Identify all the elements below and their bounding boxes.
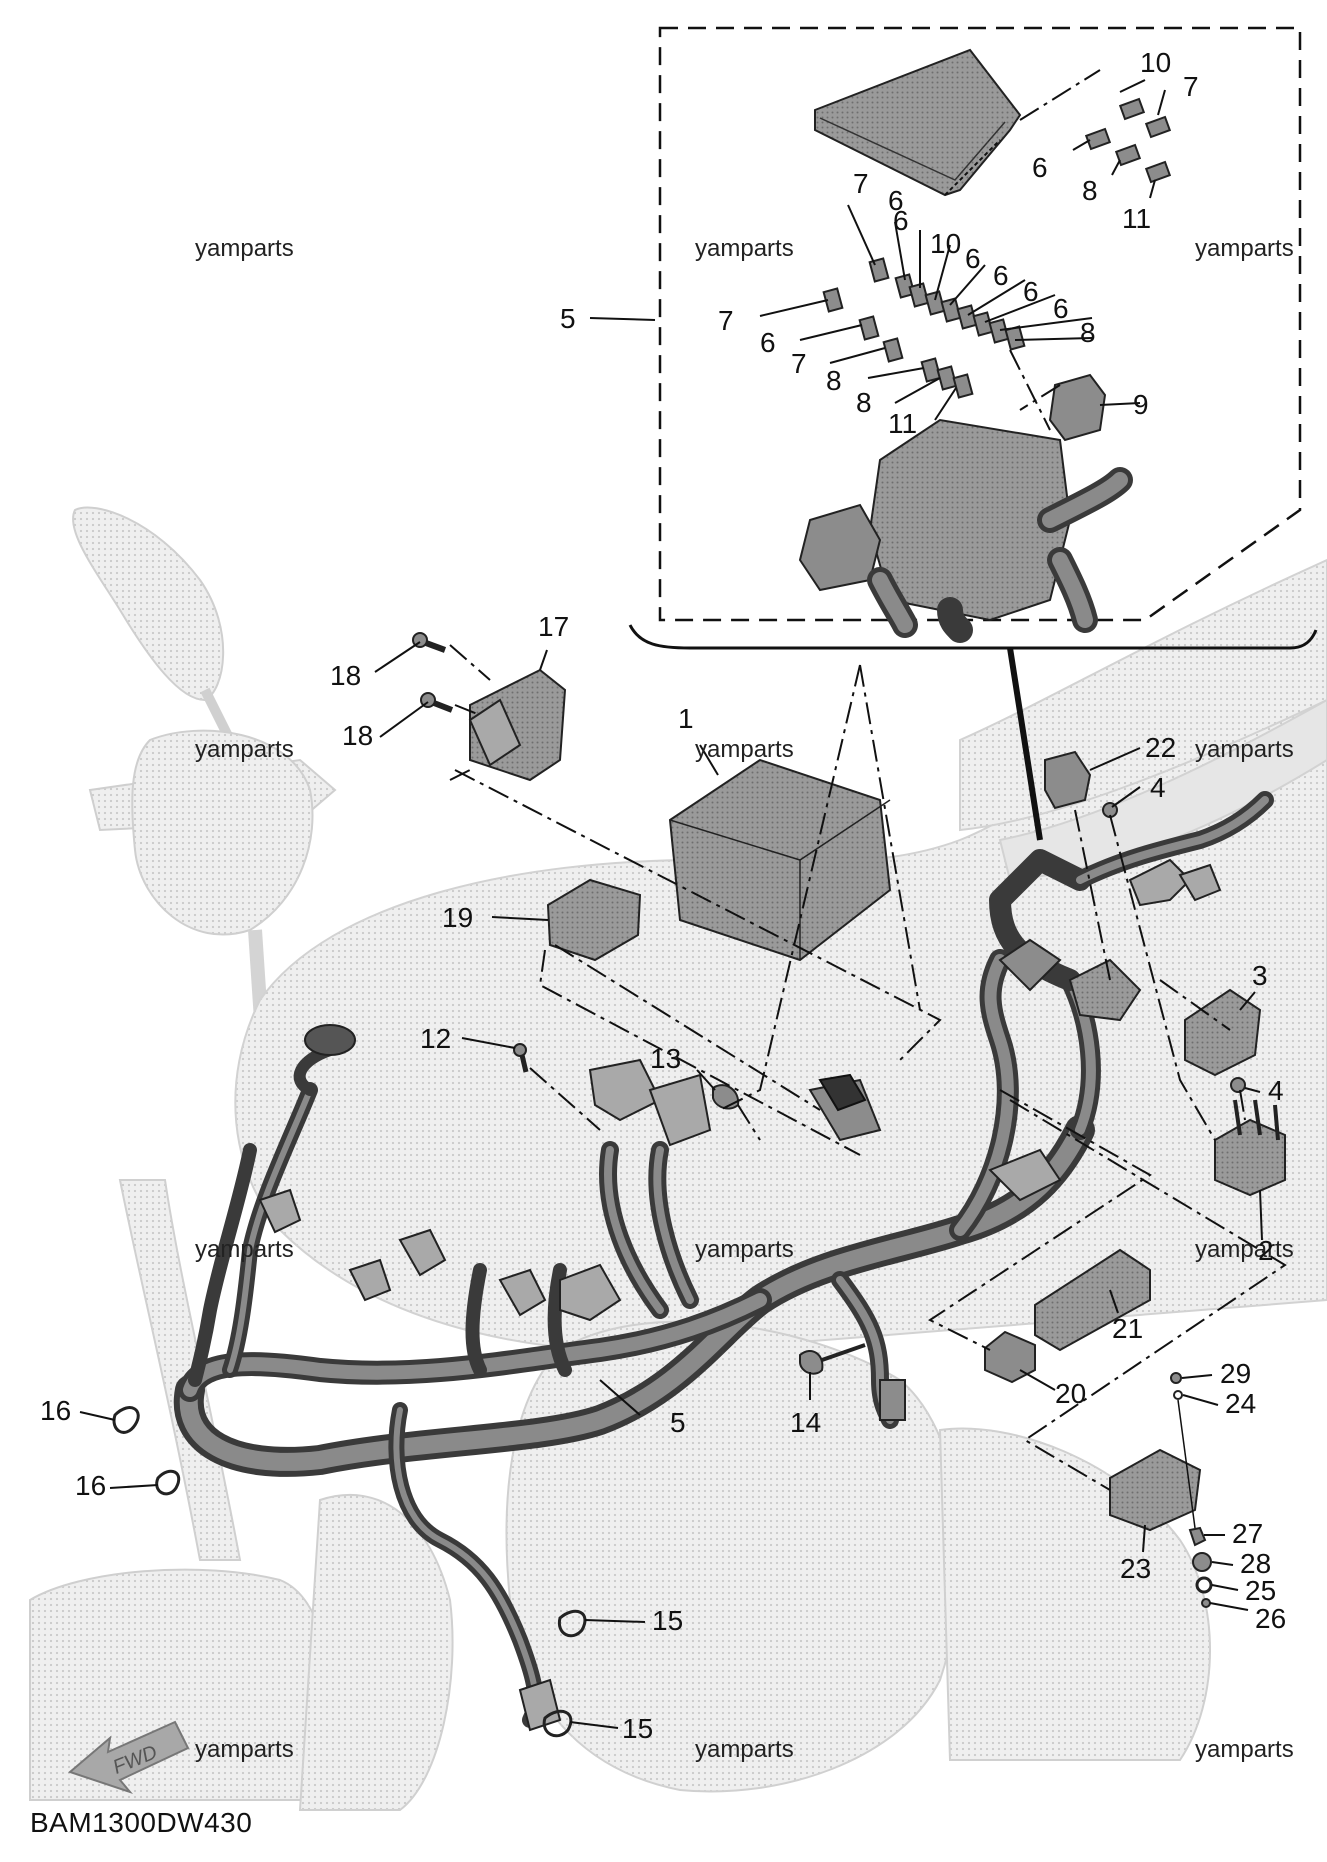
watermark-text: yamparts bbox=[1195, 1736, 1294, 1763]
watermark-text: yamparts bbox=[195, 235, 294, 262]
callout-27: 27 bbox=[1232, 1518, 1263, 1549]
callout-6: 6 bbox=[965, 243, 981, 274]
callout-13: 13 bbox=[650, 1043, 681, 1074]
callout-9: 9 bbox=[1133, 389, 1149, 420]
callout-10: 10 bbox=[1140, 47, 1171, 78]
callout-5: 5 bbox=[560, 303, 576, 334]
callout-15: 15 bbox=[652, 1605, 683, 1636]
watermark-text: yamparts bbox=[695, 235, 794, 262]
callout-3: 3 bbox=[1252, 960, 1268, 991]
watermark-text: yamparts bbox=[695, 1236, 794, 1263]
callout-15: 15 bbox=[622, 1713, 653, 1744]
callout-12: 12 bbox=[420, 1023, 451, 1054]
callout-8: 8 bbox=[1082, 175, 1098, 206]
callout-labels: 10 7 6 8 11 7 6 6 10 6 6 6 6 8 7 6 7 8 8… bbox=[40, 47, 1286, 1744]
callout-4: 4 bbox=[1268, 1075, 1284, 1106]
starter-relay-2 bbox=[1214, 1099, 1286, 1197]
callout-8: 8 bbox=[856, 387, 872, 418]
inset-fuse-box-assembly bbox=[798, 418, 1133, 643]
callout-7: 7 bbox=[791, 348, 807, 379]
relay-19 bbox=[546, 878, 642, 962]
callout-1: 1 bbox=[678, 703, 694, 734]
callout-11: 11 bbox=[1122, 203, 1151, 234]
callout-21: 21 bbox=[1112, 1313, 1143, 1344]
regulator-bracket-17 bbox=[468, 668, 567, 782]
relay-22 bbox=[1044, 750, 1092, 810]
callout-5: 5 bbox=[670, 1407, 686, 1438]
callout-23: 23 bbox=[1120, 1553, 1151, 1584]
callout-7: 7 bbox=[853, 168, 869, 199]
watermark-text: yamparts bbox=[695, 736, 794, 763]
watermark-text: yamparts bbox=[1195, 235, 1294, 262]
callout-7: 7 bbox=[718, 305, 734, 336]
callout-6: 6 bbox=[760, 327, 776, 358]
watermark-text: yamparts bbox=[195, 736, 294, 763]
callout-29: 29 bbox=[1220, 1358, 1251, 1389]
watermark-text: yamparts bbox=[195, 1736, 294, 1763]
harness-connectors bbox=[258, 858, 1222, 1732]
callout-28: 28 bbox=[1240, 1548, 1271, 1579]
inset-detail-box bbox=[628, 26, 1318, 841]
watermark-text: yamparts bbox=[195, 1236, 294, 1263]
main-wire-harness bbox=[173, 791, 1274, 1728]
diagram-code: BAM1300DW430 bbox=[30, 1807, 252, 1838]
connector-21 bbox=[1034, 1248, 1151, 1352]
clamps-15-16 bbox=[112, 1406, 587, 1738]
callout-17: 17 bbox=[538, 611, 569, 642]
callout-8: 8 bbox=[1080, 317, 1096, 348]
forward-direction-arrow: FWD bbox=[68, 1720, 190, 1795]
watermarks: yamparts yamparts yamparts yamparts yamp… bbox=[195, 235, 1294, 1763]
callout-26: 26 bbox=[1255, 1603, 1286, 1634]
hardware-24-29 bbox=[1170, 1372, 1213, 1608]
callout-14: 14 bbox=[790, 1407, 821, 1438]
inset-fuses bbox=[822, 97, 1172, 442]
clamp-14 bbox=[799, 1343, 866, 1375]
callout-7: 7 bbox=[1183, 71, 1199, 102]
callout-11: 11 bbox=[888, 408, 917, 439]
callout-20: 20 bbox=[1055, 1378, 1086, 1409]
bolt-18-b bbox=[420, 692, 454, 713]
callout-25: 25 bbox=[1245, 1575, 1276, 1606]
callout-19: 19 bbox=[442, 902, 473, 933]
leader-lines bbox=[79, 69, 1287, 1729]
watermark-text: yamparts bbox=[1195, 1236, 1294, 1263]
callout-18: 18 bbox=[330, 660, 361, 691]
callout-6: 6 bbox=[993, 260, 1009, 291]
callout-24: 24 bbox=[1225, 1388, 1256, 1419]
callout-4: 4 bbox=[1150, 772, 1166, 803]
bolt-18-a bbox=[412, 632, 447, 653]
bolt-12 bbox=[513, 1043, 529, 1073]
callout-2: 2 bbox=[1258, 1235, 1274, 1266]
callout-10: 10 bbox=[930, 228, 961, 259]
connector-20 bbox=[984, 1330, 1036, 1384]
watermark-text: yamparts bbox=[695, 1736, 794, 1763]
callout-22: 22 bbox=[1145, 732, 1176, 763]
callout-16: 16 bbox=[75, 1470, 106, 1501]
callout-6: 6 bbox=[1053, 293, 1069, 324]
callout-6: 6 bbox=[1032, 152, 1048, 183]
callout-6: 6 bbox=[893, 205, 909, 236]
callout-8: 8 bbox=[826, 365, 842, 396]
fuse-box-cover bbox=[814, 48, 1022, 197]
callout-16: 16 bbox=[40, 1395, 71, 1426]
callout-6: 6 bbox=[888, 185, 904, 216]
watermark-text: yamparts bbox=[1195, 736, 1294, 763]
callout-6: 6 bbox=[1023, 276, 1039, 307]
sensor-unit-23 bbox=[1109, 1448, 1202, 1532]
screw-4-b bbox=[1230, 1077, 1246, 1093]
callout-18: 18 bbox=[342, 720, 373, 751]
